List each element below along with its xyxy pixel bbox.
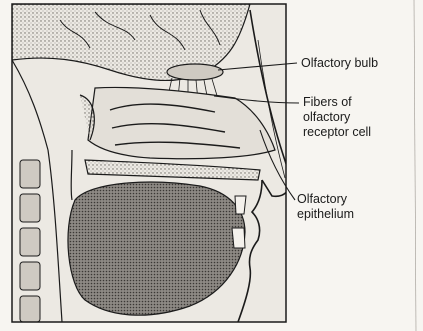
label-fibers-line-2: olfactory xyxy=(303,110,371,125)
vertebrae xyxy=(20,160,40,322)
label-fibers-line-3: receptor cell xyxy=(303,125,371,140)
label-olfactory-bulb: Olfactory bulb xyxy=(301,56,378,71)
label-fibers-line-1: Fibers of xyxy=(303,95,371,110)
olfactory-bulb-shape xyxy=(167,64,223,80)
scan-edge xyxy=(414,0,416,331)
label-epithelium-line-2: epithelium xyxy=(297,207,354,222)
label-epithelium-line-1: Olfactory xyxy=(297,192,354,207)
label-olfactory-epithelium: Olfactory epithelium xyxy=(297,192,354,222)
label-olfactory-fibers: Fibers of olfactory receptor cell xyxy=(303,95,371,140)
head-section-illustration xyxy=(12,4,290,322)
